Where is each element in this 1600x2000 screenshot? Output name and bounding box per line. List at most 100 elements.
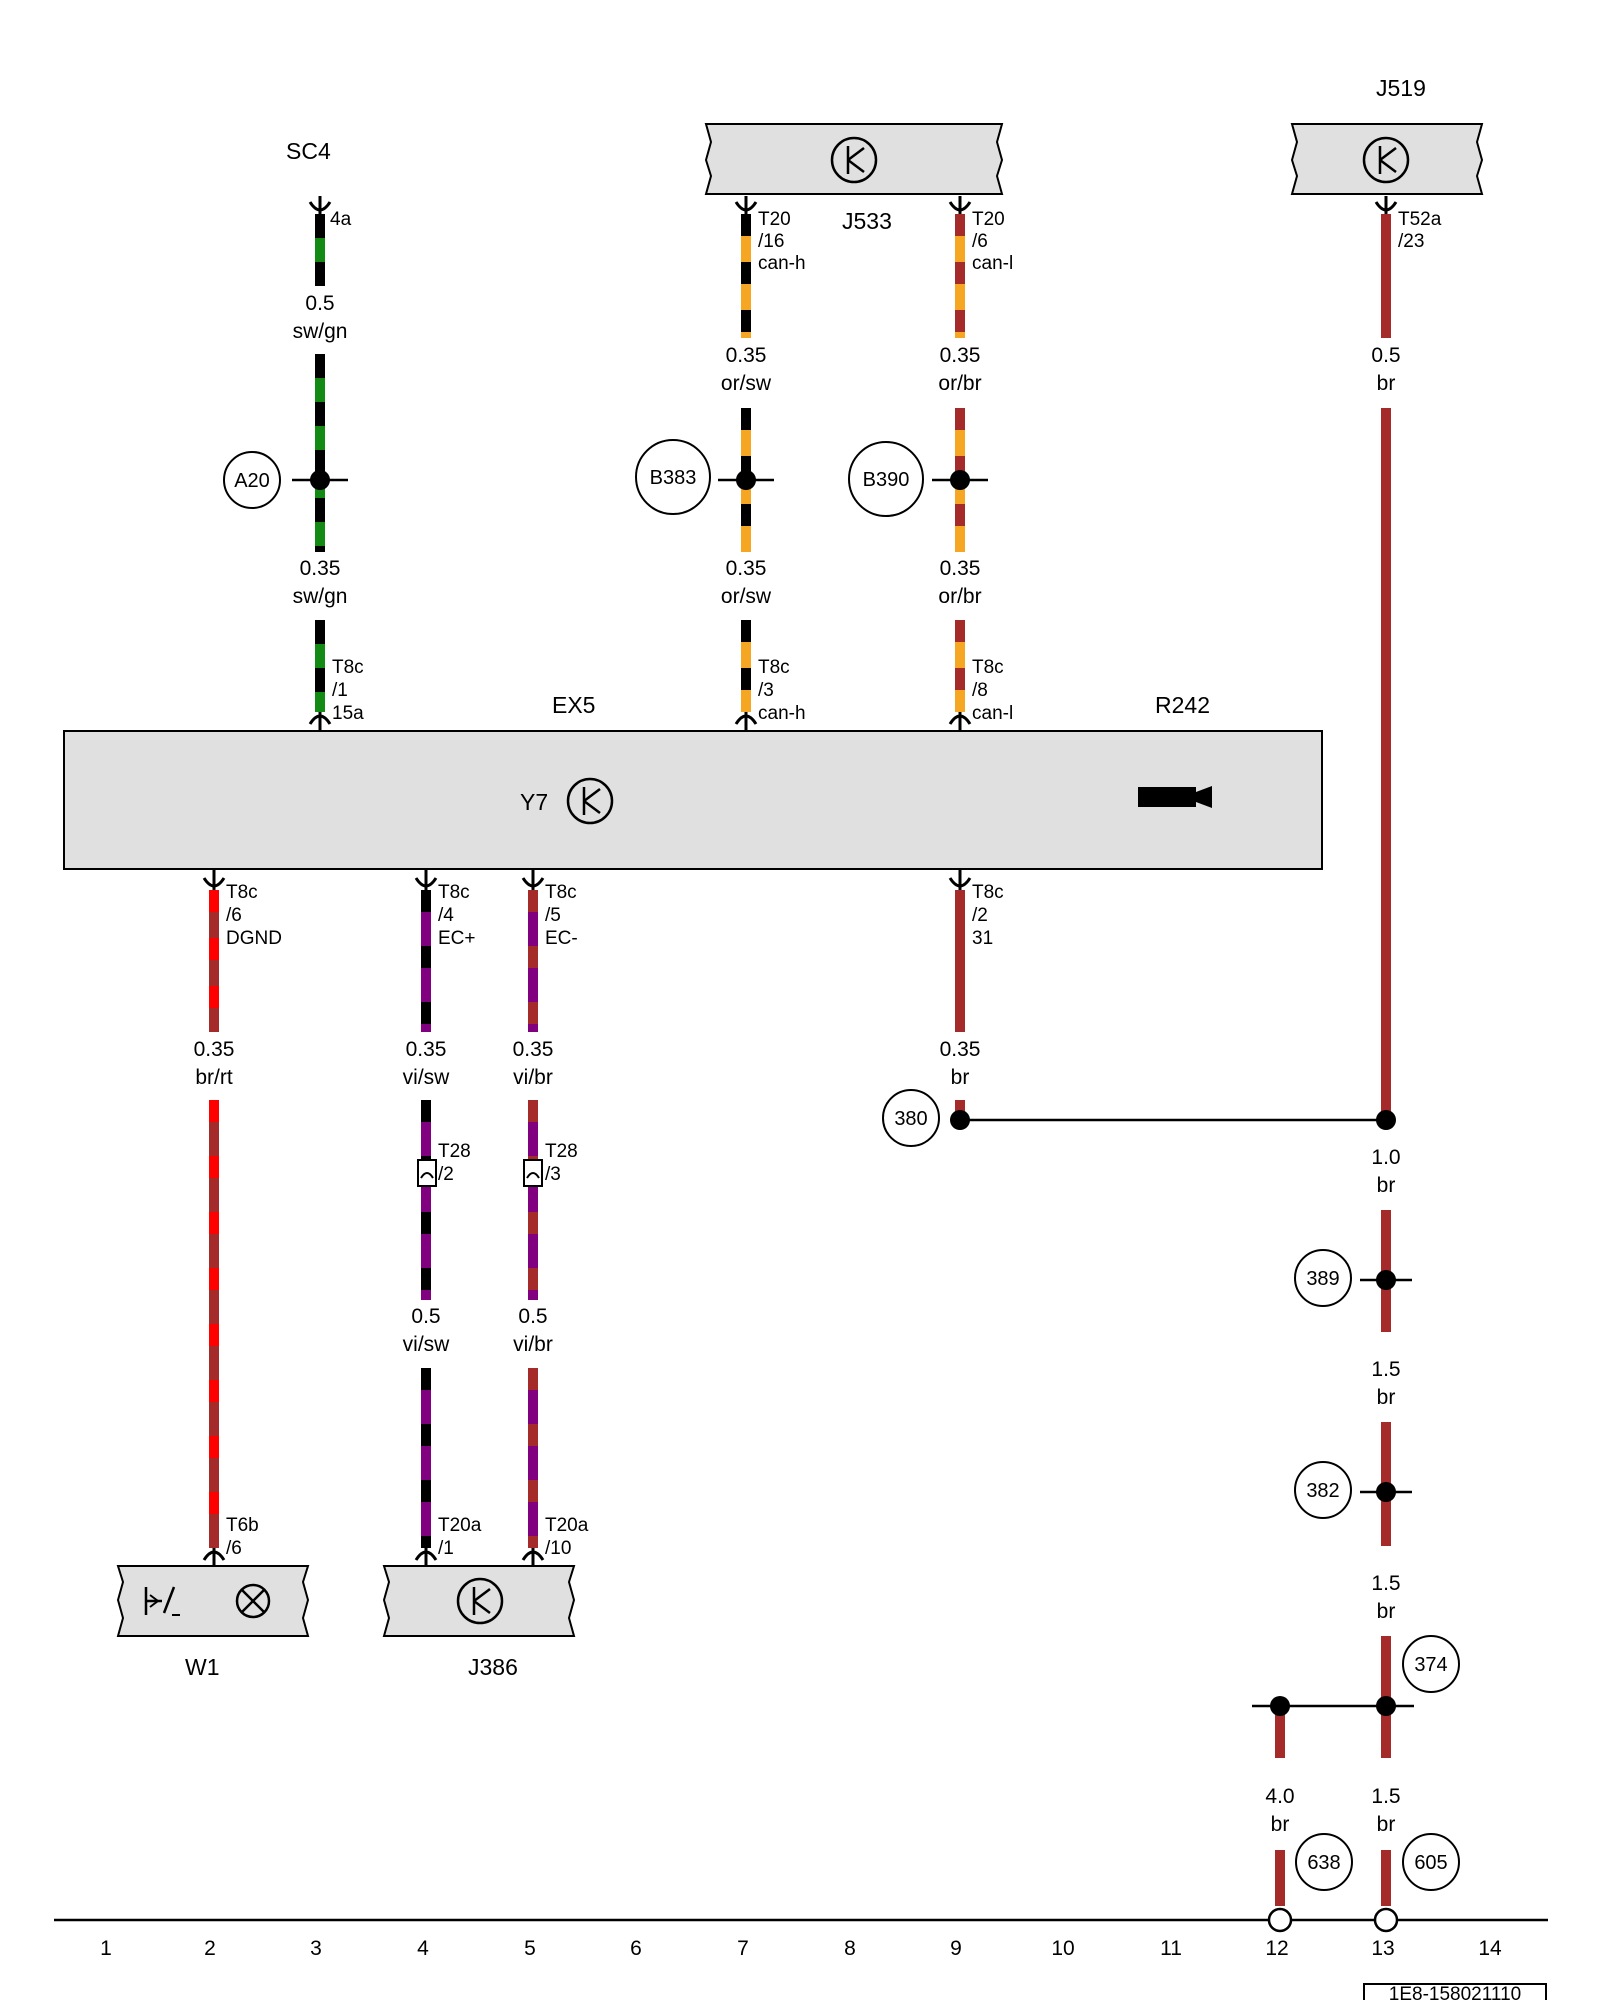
pin-t28-3-b: /3 (545, 1164, 561, 1185)
grid-number: 5 (524, 1937, 536, 1960)
wire-label-c13c-color: br (1377, 1386, 1396, 1409)
wire-label-c7a-color: or/sw (721, 372, 772, 395)
j386-box[interactable] (382, 1565, 576, 1637)
grid-number: 10 (1051, 1937, 1074, 1960)
splice-dot-374-left (1270, 1696, 1290, 1716)
pin-j386-10-a: T20a (545, 1515, 589, 1536)
wire-label-c5a-size: 0.35 (513, 1038, 554, 1061)
pin-ex5-4-b: /4 (438, 905, 454, 926)
ex5-box[interactable] (63, 730, 1323, 870)
pin-ex5-3-a: T8c (758, 657, 790, 678)
ground-point-12[interactable] (1267, 1907, 1293, 1933)
y7-label: Y7 (520, 789, 548, 815)
splice-dot-380-right (1376, 1110, 1396, 1130)
connector-389[interactable]: 389 (1294, 1249, 1352, 1307)
splice-dot-a20 (310, 470, 330, 490)
wire-label-c13d-size: 1.5 (1371, 1572, 1400, 1595)
wire-label-c4a-color: vi/sw (403, 1066, 451, 1089)
pin-j386-1-b: /1 (438, 1538, 454, 1559)
grid-number: 14 (1478, 1937, 1502, 1960)
grid-number: 6 (630, 1937, 642, 1960)
t28-connector-markers (417, 1159, 543, 1187)
pin-ex5-1-c: 15a (332, 703, 364, 724)
connector-374[interactable]: 374 (1402, 1635, 1460, 1693)
j519-box[interactable] (1290, 123, 1484, 195)
j386-control-unit-icon (456, 1577, 504, 1625)
connector-a20-label: A20 (234, 470, 270, 492)
pin-ex5-5-c: EC- (545, 928, 578, 949)
j386-label: J386 (468, 1654, 518, 1680)
pin-j519-23-a: T52a (1398, 209, 1442, 230)
wire-label-c7b-size: 0.35 (726, 557, 767, 580)
splice-dot-380-left (950, 1110, 970, 1130)
wire-label-c7a-size: 0.35 (726, 344, 767, 367)
pin-ex5-3-c: can-h (758, 703, 806, 724)
connector-b383[interactable]: B383 (635, 439, 711, 515)
lamp-icon (235, 1583, 271, 1619)
grid-number: 4 (417, 1937, 429, 1960)
wire-label-c9b-color: or/br (938, 585, 981, 608)
pin-sc4: 4a (330, 209, 352, 230)
j519-label: J519 (1376, 75, 1426, 101)
wire-label-c3a-size: 0.5 (305, 292, 334, 315)
splice-dot-b390 (950, 470, 970, 490)
grid-number: 11 (1160, 1937, 1182, 1960)
connector-389-label: 389 (1306, 1268, 1339, 1290)
wire-label-c2-color: br/rt (195, 1066, 233, 1089)
wire-label-c13e-color: br (1377, 1813, 1396, 1836)
r242-label: R242 (1155, 692, 1210, 718)
sc4-label: SC4 (286, 138, 331, 164)
pin-ex5-8-b: /8 (972, 680, 988, 701)
pin-j533-6-a: T20 (972, 209, 1005, 230)
connector-b390[interactable]: B390 (848, 441, 924, 517)
pin-w1-b: /6 (226, 1538, 242, 1559)
connector-374-label: 374 (1414, 1654, 1447, 1676)
j533-box[interactable] (704, 123, 1004, 195)
wire-label-c4b-color: vi/sw (403, 1333, 451, 1356)
splice-dot-b383 (736, 470, 756, 490)
grid-number: 12 (1265, 1937, 1288, 1960)
connector-638[interactable]: 638 (1295, 1833, 1353, 1891)
pin-j386-1-a: T20a (438, 1515, 482, 1536)
pin-j519-23-b: /23 (1398, 231, 1424, 252)
pin-ex5-5-b: /5 (545, 905, 561, 926)
wire-label-c7b-color: or/sw (721, 585, 772, 608)
wire-label-c12-size: 4.0 (1265, 1785, 1294, 1808)
w1-box[interactable] (116, 1565, 310, 1637)
pin-ex5-2-a: T8c (972, 882, 1004, 903)
j533-label: J533 (842, 208, 892, 234)
wire-label-c5b-color: vi/br (513, 1333, 553, 1356)
wire-label-c5a-color: vi/br (513, 1066, 553, 1089)
connector-605[interactable]: 605 (1402, 1833, 1460, 1891)
connector-382[interactable]: 382 (1294, 1461, 1352, 1519)
ex5-label: EX5 (552, 692, 595, 718)
wire-label-c13b-size: 1.0 (1371, 1146, 1400, 1169)
splice-dot-374-right (1376, 1696, 1396, 1716)
splice-dot-382 (1376, 1482, 1396, 1502)
grid-number: 8 (844, 1937, 856, 1960)
wire-label-c9c-size: 0.35 (940, 1038, 981, 1061)
pin-j533-16-b: /16 (758, 231, 784, 252)
wire-label-c9c-color: br (951, 1066, 970, 1089)
pin-j533-16-a: T20 (758, 209, 791, 230)
grid-number: 3 (310, 1937, 322, 1960)
wire-label-c4a-size: 0.35 (406, 1038, 447, 1061)
grid-number: 9 (950, 1937, 962, 1960)
grid-number: 1 (100, 1937, 112, 1960)
ground-point-13[interactable] (1373, 1907, 1399, 1933)
wire-label-c13a-size: 0.5 (1371, 344, 1400, 367)
w1-label: W1 (185, 1654, 220, 1680)
connector-b383-label: B383 (650, 467, 697, 489)
pin-ex5-6-c: DGND (226, 928, 282, 949)
pin-j386-10-b: /10 (545, 1538, 571, 1559)
wire-label-c9a-size: 0.35 (940, 344, 981, 367)
wire-label-c13c-size: 1.5 (1371, 1358, 1400, 1381)
pin-ex5-2-b: /2 (972, 905, 988, 926)
wire-label-c12-color: br (1271, 1813, 1290, 1836)
pin-ex5-3-b: /3 (758, 680, 774, 701)
connector-a20[interactable]: A20 (223, 451, 281, 509)
connector-380[interactable]: 380 (882, 1089, 940, 1147)
pin-ex5-1-b: /1 (332, 680, 348, 701)
connector-380-label: 380 (894, 1108, 927, 1130)
